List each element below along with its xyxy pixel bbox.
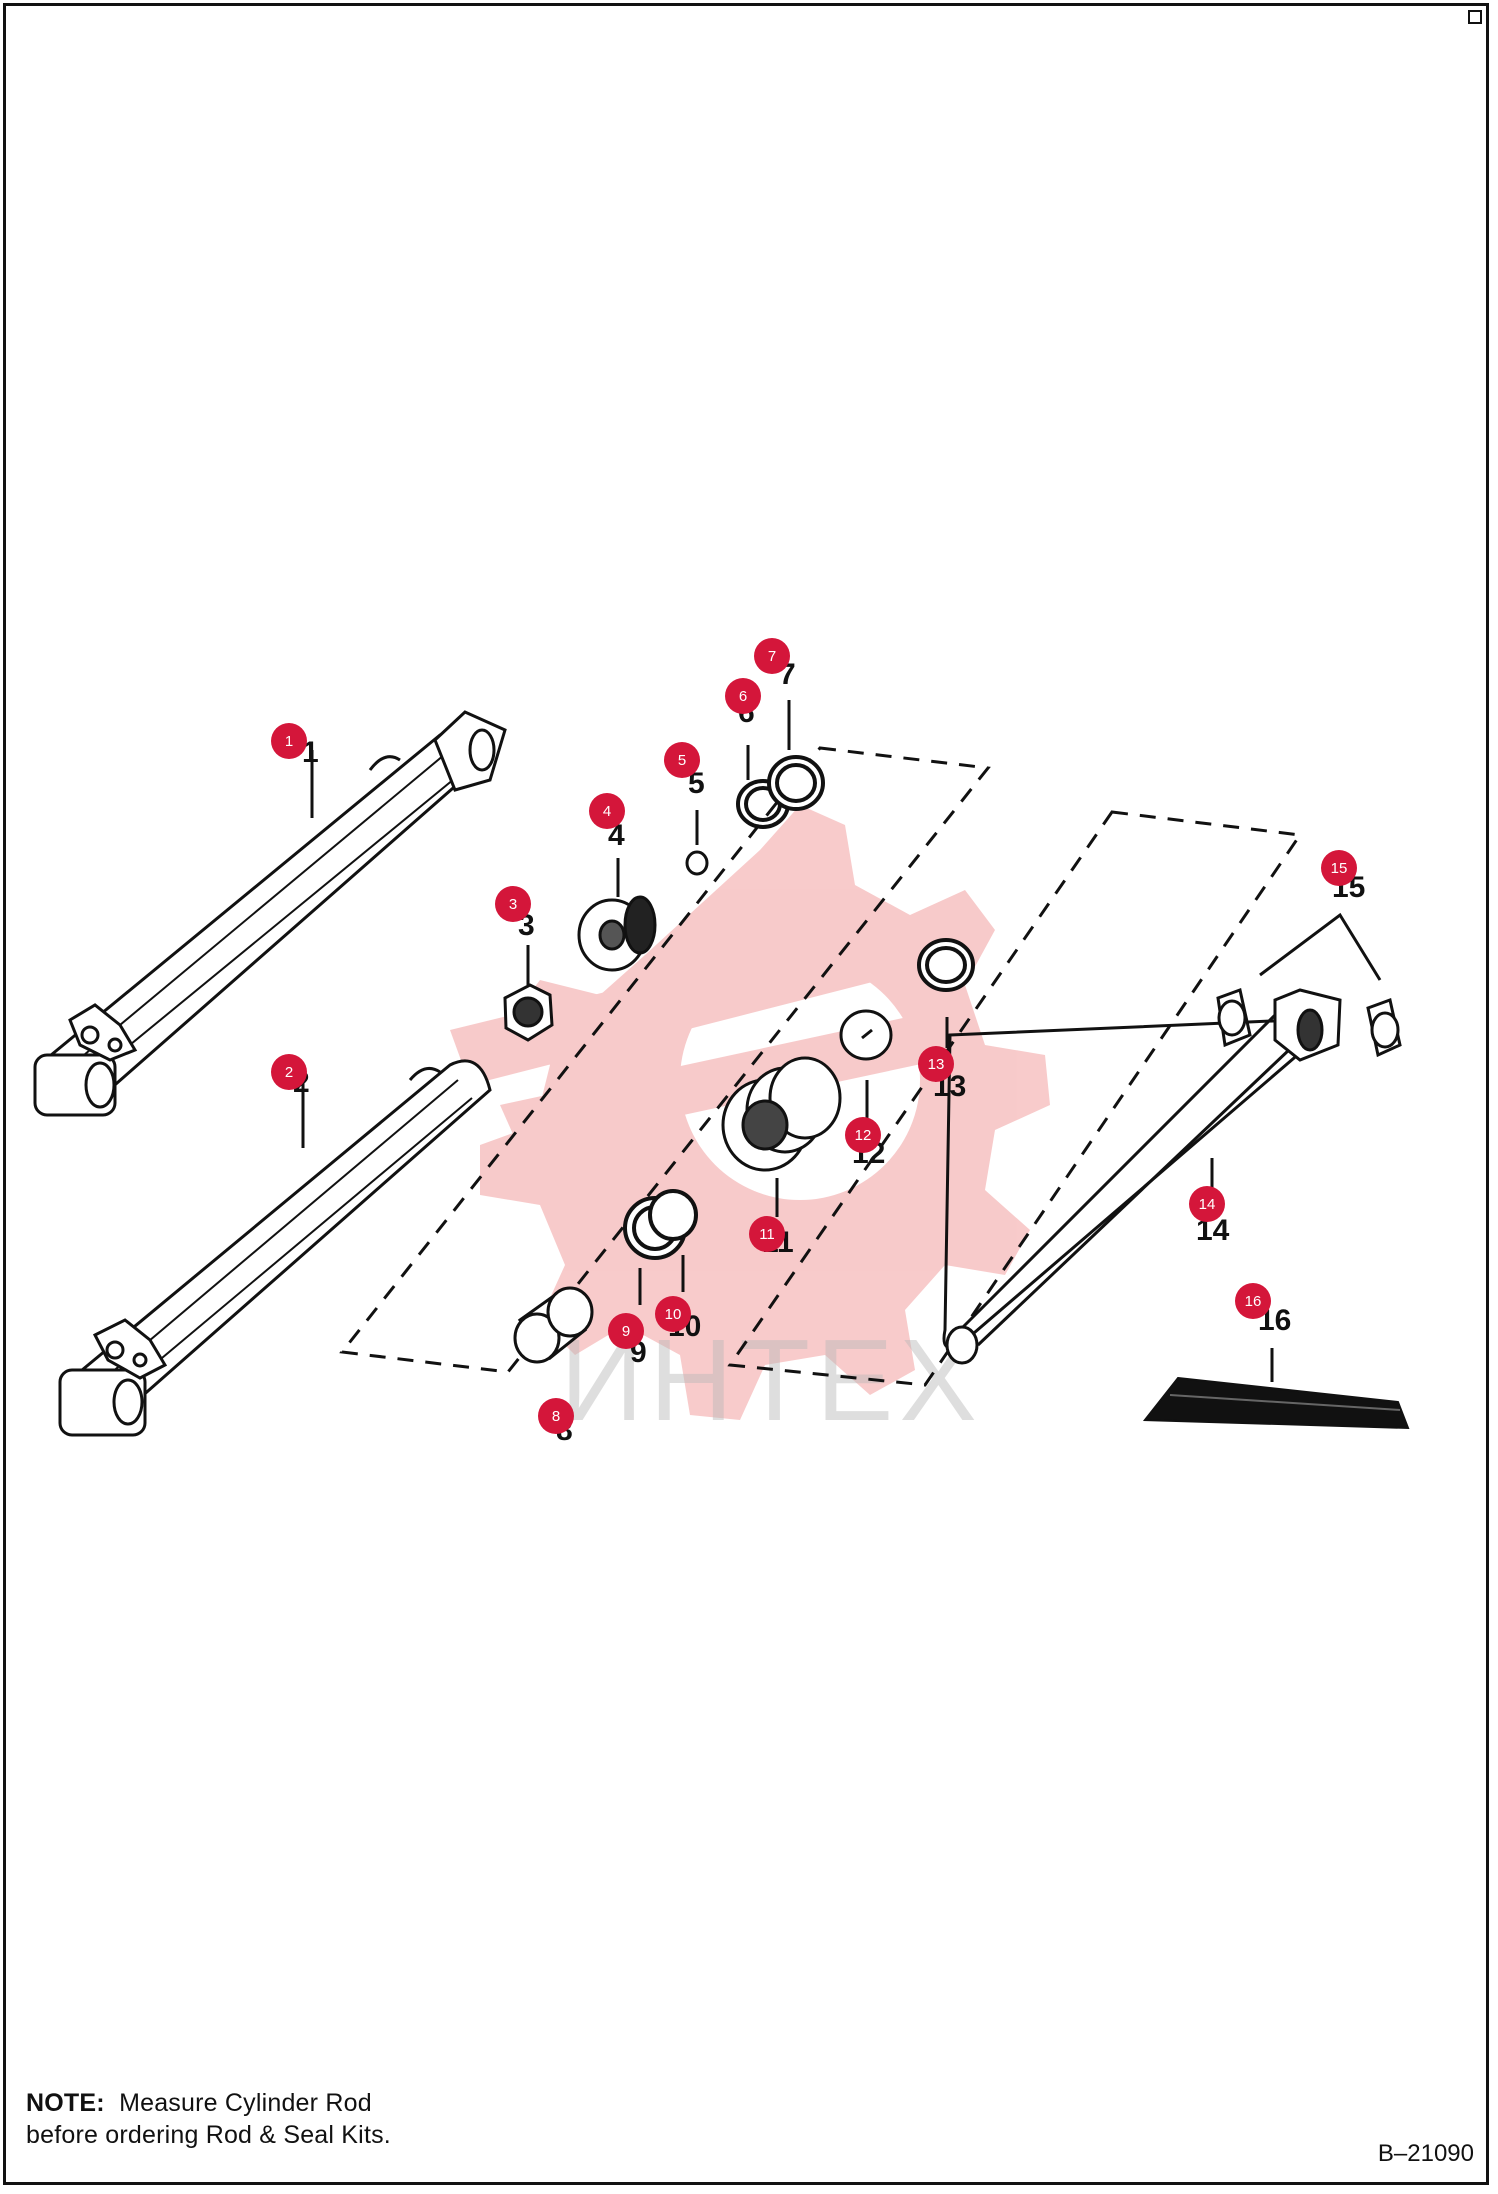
rod-bushing <box>513 1286 594 1364</box>
callout-8[interactable]: 8 <box>538 1398 574 1434</box>
note-text: Measure Cylinder Rod <box>119 2089 372 2117</box>
callout-label: 9 <box>622 1323 630 1340</box>
cylinder-assembly-upper <box>33 710 507 1117</box>
callout-label: 16 <box>1245 1293 1262 1310</box>
callout-7[interactable]: 7 <box>754 638 790 674</box>
rod-end-bushings <box>1216 912 1402 1058</box>
cylinder-assembly-lower <box>58 1059 492 1437</box>
piston <box>577 895 657 972</box>
callout-5[interactable]: 5 <box>664 742 700 778</box>
callout-label: 12 <box>855 1127 872 1144</box>
leader-lines <box>301 700 1274 1382</box>
callout-1[interactable]: 1 <box>271 723 307 759</box>
note-label: NOTE: <box>26 2089 105 2117</box>
callout-markers[interactable]: 1 2 3 4 5 6 7 8 9 10 11 12 13 14 15 16 <box>271 638 1357 1434</box>
watermark-swoosh <box>450 920 900 1085</box>
callout-label: 14 <box>1199 1196 1216 1213</box>
part-number: 5 <box>688 767 705 800</box>
callout-label: 11 <box>759 1226 775 1243</box>
cylinder-rod <box>942 988 1342 1365</box>
callout-14[interactable]: 14 <box>1189 1186 1225 1222</box>
callout-label: 7 <box>768 648 776 665</box>
rod-kit-outline <box>727 810 1303 1387</box>
lock-nut <box>503 983 554 1042</box>
callout-10[interactable]: 10 <box>655 1296 691 1332</box>
rod-wiper <box>648 1189 698 1241</box>
decal <box>1142 1376 1410 1430</box>
callout-label: 6 <box>739 688 747 705</box>
callout-label: 1 <box>285 733 293 750</box>
cylinder-head <box>721 1056 842 1172</box>
callout-label: 5 <box>678 752 686 769</box>
callout-label: 10 <box>665 1306 682 1323</box>
o-ring <box>685 850 709 876</box>
wear-ring <box>767 755 825 811</box>
callout-12[interactable]: 12 <box>845 1117 881 1153</box>
callout-4[interactable]: 4 <box>589 793 625 829</box>
callout-2[interactable]: 2 <box>271 1054 307 1090</box>
callout-label: 2 <box>285 1064 293 1081</box>
callout-label: 3 <box>509 896 517 913</box>
watermark-swoosh-2 <box>500 1010 940 1150</box>
callout-13[interactable]: 13 <box>918 1046 954 1082</box>
callout-label: 13 <box>928 1056 945 1073</box>
backup-ring <box>917 938 975 992</box>
callout-6[interactable]: 6 <box>725 678 761 714</box>
kit-note: NOTE: Measure Cylinder Rod before orderi… <box>26 2087 391 2151</box>
callout-label: 15 <box>1331 860 1348 877</box>
callout-11[interactable]: 11 <box>749 1216 785 1252</box>
note-line-1: NOTE: Measure Cylinder Rod <box>26 2087 391 2119</box>
kit-outlines <box>339 746 1303 1387</box>
seal-kit-outline <box>339 746 991 1374</box>
callout-15[interactable]: 15 <box>1321 850 1357 886</box>
corner-mark <box>1468 10 1482 24</box>
callout-9[interactable]: 9 <box>608 1313 644 1349</box>
note-line-2: before ordering Rod & Seal Kits. <box>26 2121 391 2149</box>
callout-3[interactable]: 3 <box>495 886 531 922</box>
drawing-number: B–21090 <box>1377 2140 1474 2167</box>
head-o-ring <box>839 1009 893 1061</box>
callout-16[interactable]: 16 <box>1235 1283 1271 1319</box>
callout-label: 4 <box>603 803 611 820</box>
callout-label: 8 <box>552 1408 560 1425</box>
